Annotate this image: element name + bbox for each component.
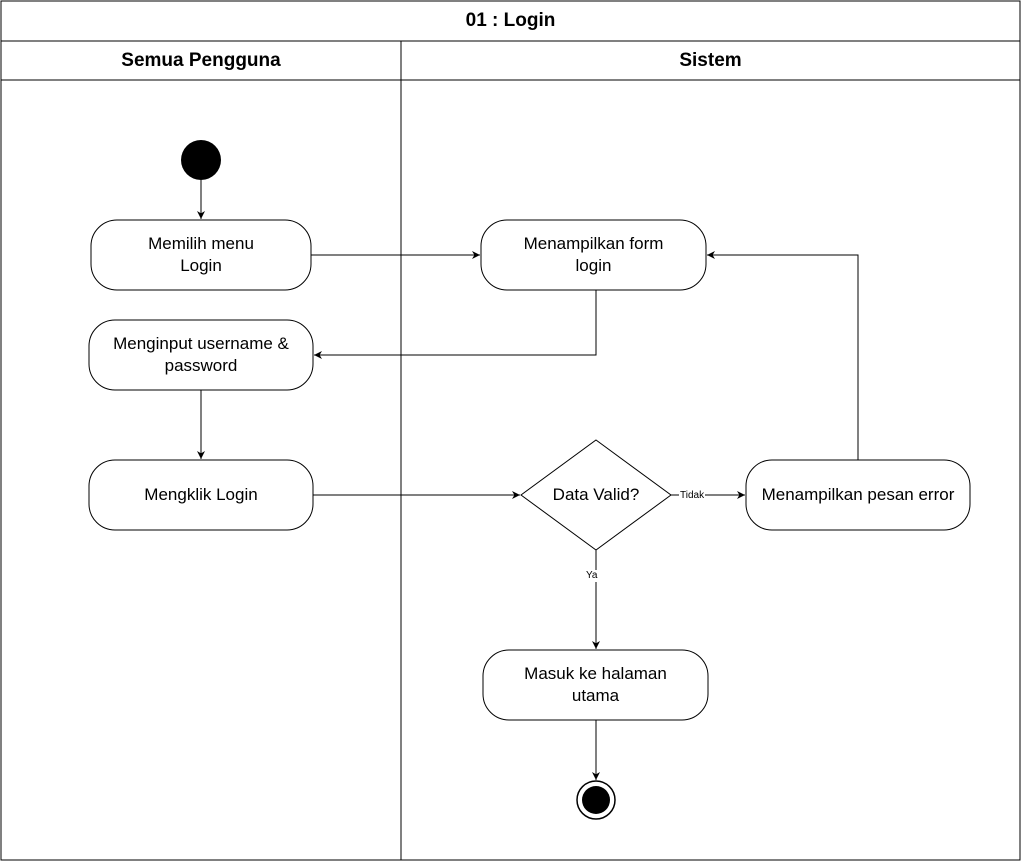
final-node-inner — [582, 786, 610, 814]
lane-header-semua-pengguna: Semua Pengguna — [121, 49, 281, 71]
activity-input-cred-label: Menginput username & password — [113, 334, 289, 375]
activity-pesan-error-label: Menampilkan pesan error — [761, 485, 955, 504]
activity-tampil-form-label: Menampilkan form login — [523, 234, 664, 275]
activity-halaman-utama-label: Masuk ke halaman utama — [524, 664, 667, 705]
decision-valid-label: Data Valid? — [552, 485, 640, 504]
initial-node[interactable] — [181, 140, 221, 180]
edge-tampil-form-to-input-cred — [314, 290, 597, 359]
edge-pesan-error-to-tampil-form — [707, 251, 859, 460]
edge-label-tidak: Tidak — [679, 490, 706, 502]
edge-label-ya: Ya — [585, 570, 599, 582]
activity-pilih-menu-label: Memilih menu Login — [148, 234, 254, 275]
activity-klik-login-label: Mengklik Login — [144, 485, 258, 504]
lane-header-sistem: Sistem — [679, 49, 742, 71]
diagram-title: 01 : Login — [465, 10, 556, 31]
activity-tampil-form-shape[interactable] — [480, 219, 707, 291]
